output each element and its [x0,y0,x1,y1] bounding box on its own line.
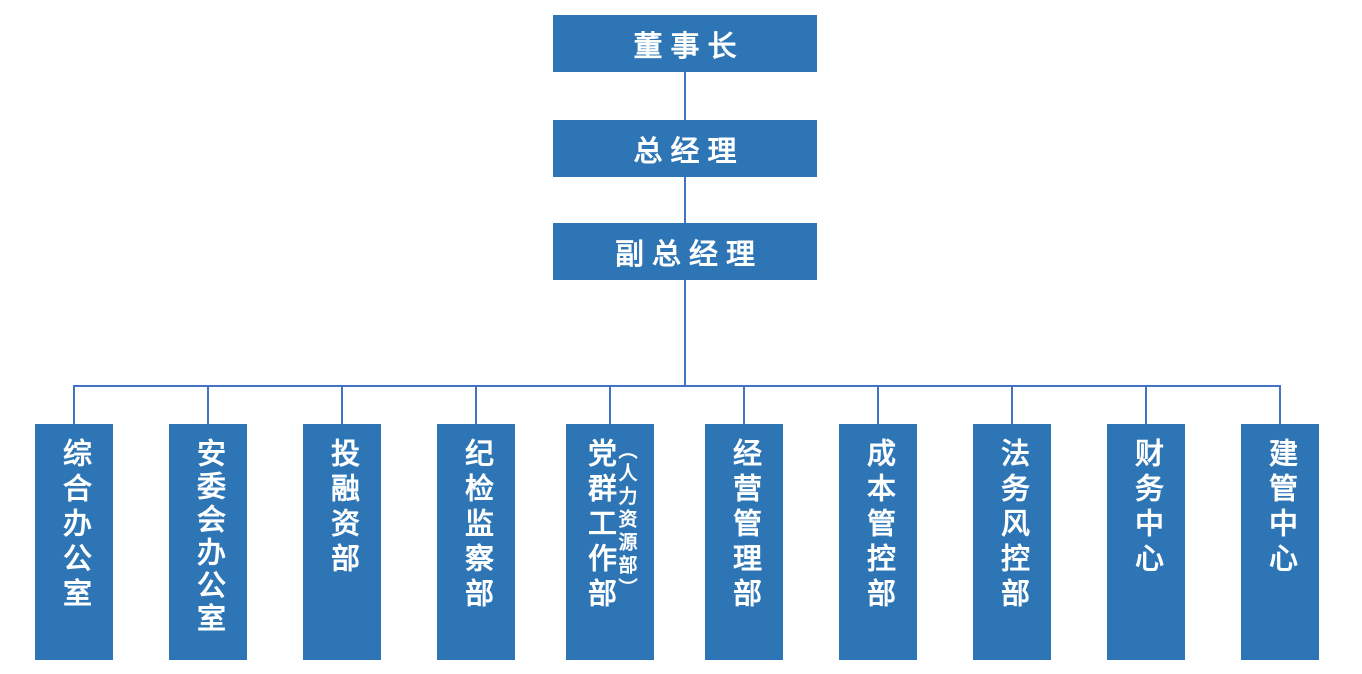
dept-box-investment-financing: 投融资部 [303,424,381,660]
dept-box-operations-management: 经营管理部 [705,424,783,660]
drop-connector-2 [207,386,209,425]
drop-connector-5 [609,386,611,425]
drop-connector-4 [475,386,477,425]
dept-box-construction-management-center: 建管中心 [1241,424,1319,660]
general-manager-label: 总经理 [633,135,745,168]
dept-box-safety-committee-office: 安委会办公室 [169,424,247,660]
dept-label: 综合办公室 [58,438,91,613]
dept-box-general-office: 综合办公室 [35,424,113,660]
drop-connector-3 [341,386,343,425]
deputy-general-manager-box: 副总经理 [553,223,817,280]
drop-connector-10 [1279,386,1281,425]
connector-gm-dgm [684,177,686,223]
dept-label: 建管中心 [1264,438,1297,578]
dept-label: 投融资部 [326,438,359,578]
drop-connector-9 [1145,386,1147,425]
dept-label: 党群工作部 [583,438,616,613]
dept-label: 财务中心 [1130,438,1163,578]
general-manager-box: 总经理 [553,120,817,177]
connector-dgm-bus [684,280,686,386]
dept-box-legal-risk-control: 法务风控部 [973,424,1051,660]
connector-chairman-gm [684,72,686,120]
chairman-label: 董事长 [633,30,745,63]
drop-connector-7 [877,386,879,425]
dept-box-party-masses-hr: 党群工作部 （人力资源部） [566,424,654,660]
connector-horizontal-bus [73,385,1281,387]
dept-box-discipline-inspection: 纪检监察部 [437,424,515,660]
dept-label: 安委会办公室 [192,438,225,636]
dept-box-finance-center: 财务中心 [1107,424,1185,660]
drop-connector-1 [73,386,75,425]
dept-label: 纪检监察部 [460,438,493,613]
drop-connector-6 [743,386,745,425]
dept-box-cost-control: 成本管控部 [839,424,917,660]
dept-label: 成本管控部 [862,438,895,613]
dept-label: 经营管理部 [728,438,761,613]
chairman-box: 董事长 [553,15,817,72]
dept-label: 法务风控部 [996,438,1029,613]
dept-sub-label: （人力资源部） [615,440,637,601]
drop-connector-8 [1011,386,1013,425]
deputy-general-manager-label: 副总经理 [614,238,763,271]
